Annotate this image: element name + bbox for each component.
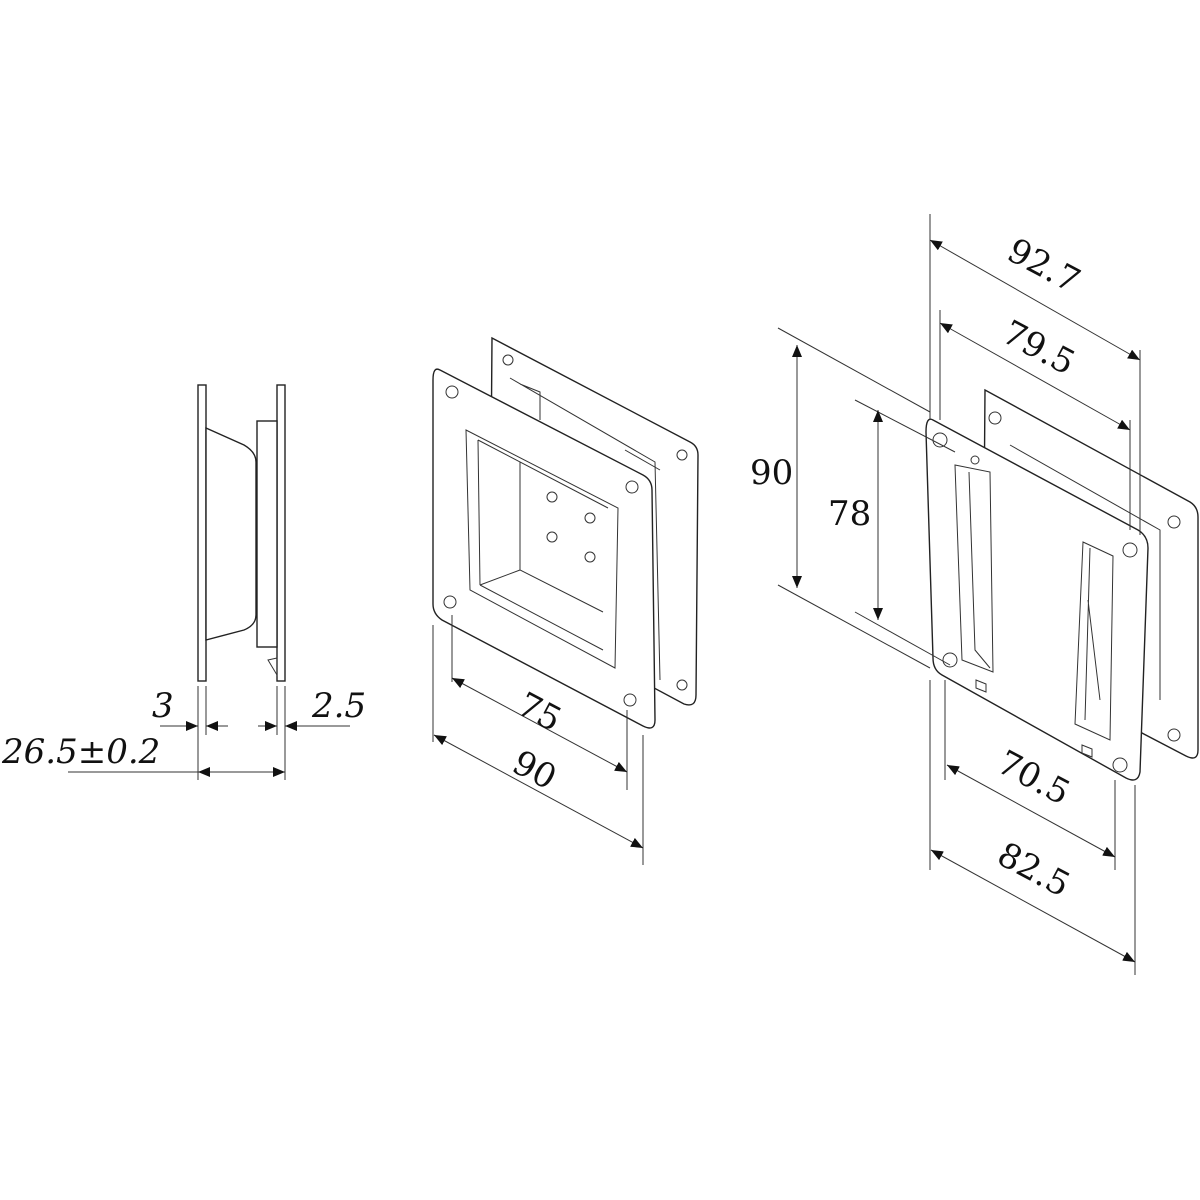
bracket-b: 92.7 79.5 90 78 70.5 82.5 (750, 214, 1199, 975)
dim-label-92-7: 92.7 (1001, 231, 1087, 302)
side-view: 3 2.5 26.5±0.2 (1, 384, 366, 780)
dim-line-82-5 (930, 849, 1136, 963)
dim-line-90-a (433, 734, 644, 849)
dim-label-overall-depth: 26.5±0.2 (1, 732, 160, 772)
bracket-a-front-plate (432, 368, 656, 729)
hook-tab (267, 657, 278, 677)
hub-profile (205, 426, 257, 641)
dim-label-75: 75 (511, 685, 568, 741)
dim-label-70-5: 70.5 (991, 743, 1077, 814)
dim-label-90-b: 90 (750, 453, 793, 493)
bracket-a-window (465, 429, 619, 669)
dim-line-70-5 (946, 764, 1116, 858)
bracket-b-slot-left (954, 464, 994, 673)
dim-label-78: 78 (828, 494, 871, 534)
rear-plate-profile (276, 384, 286, 682)
dim-label-90-a: 90 (506, 743, 563, 799)
bracket-a: 75 90 (432, 336, 699, 865)
dim-label-82-5: 82.5 (991, 835, 1077, 906)
dim-line-79-5 (939, 322, 1131, 431)
dim-label-front-thickness: 3 (152, 686, 174, 726)
bracket-b-slot-right (1074, 541, 1114, 741)
front-plate-profile (197, 384, 207, 682)
dim-label-79-5: 79.5 (996, 313, 1082, 384)
dim-label-rear-thickness: 2.5 (311, 686, 366, 726)
inner-plate-profile (256, 420, 278, 648)
